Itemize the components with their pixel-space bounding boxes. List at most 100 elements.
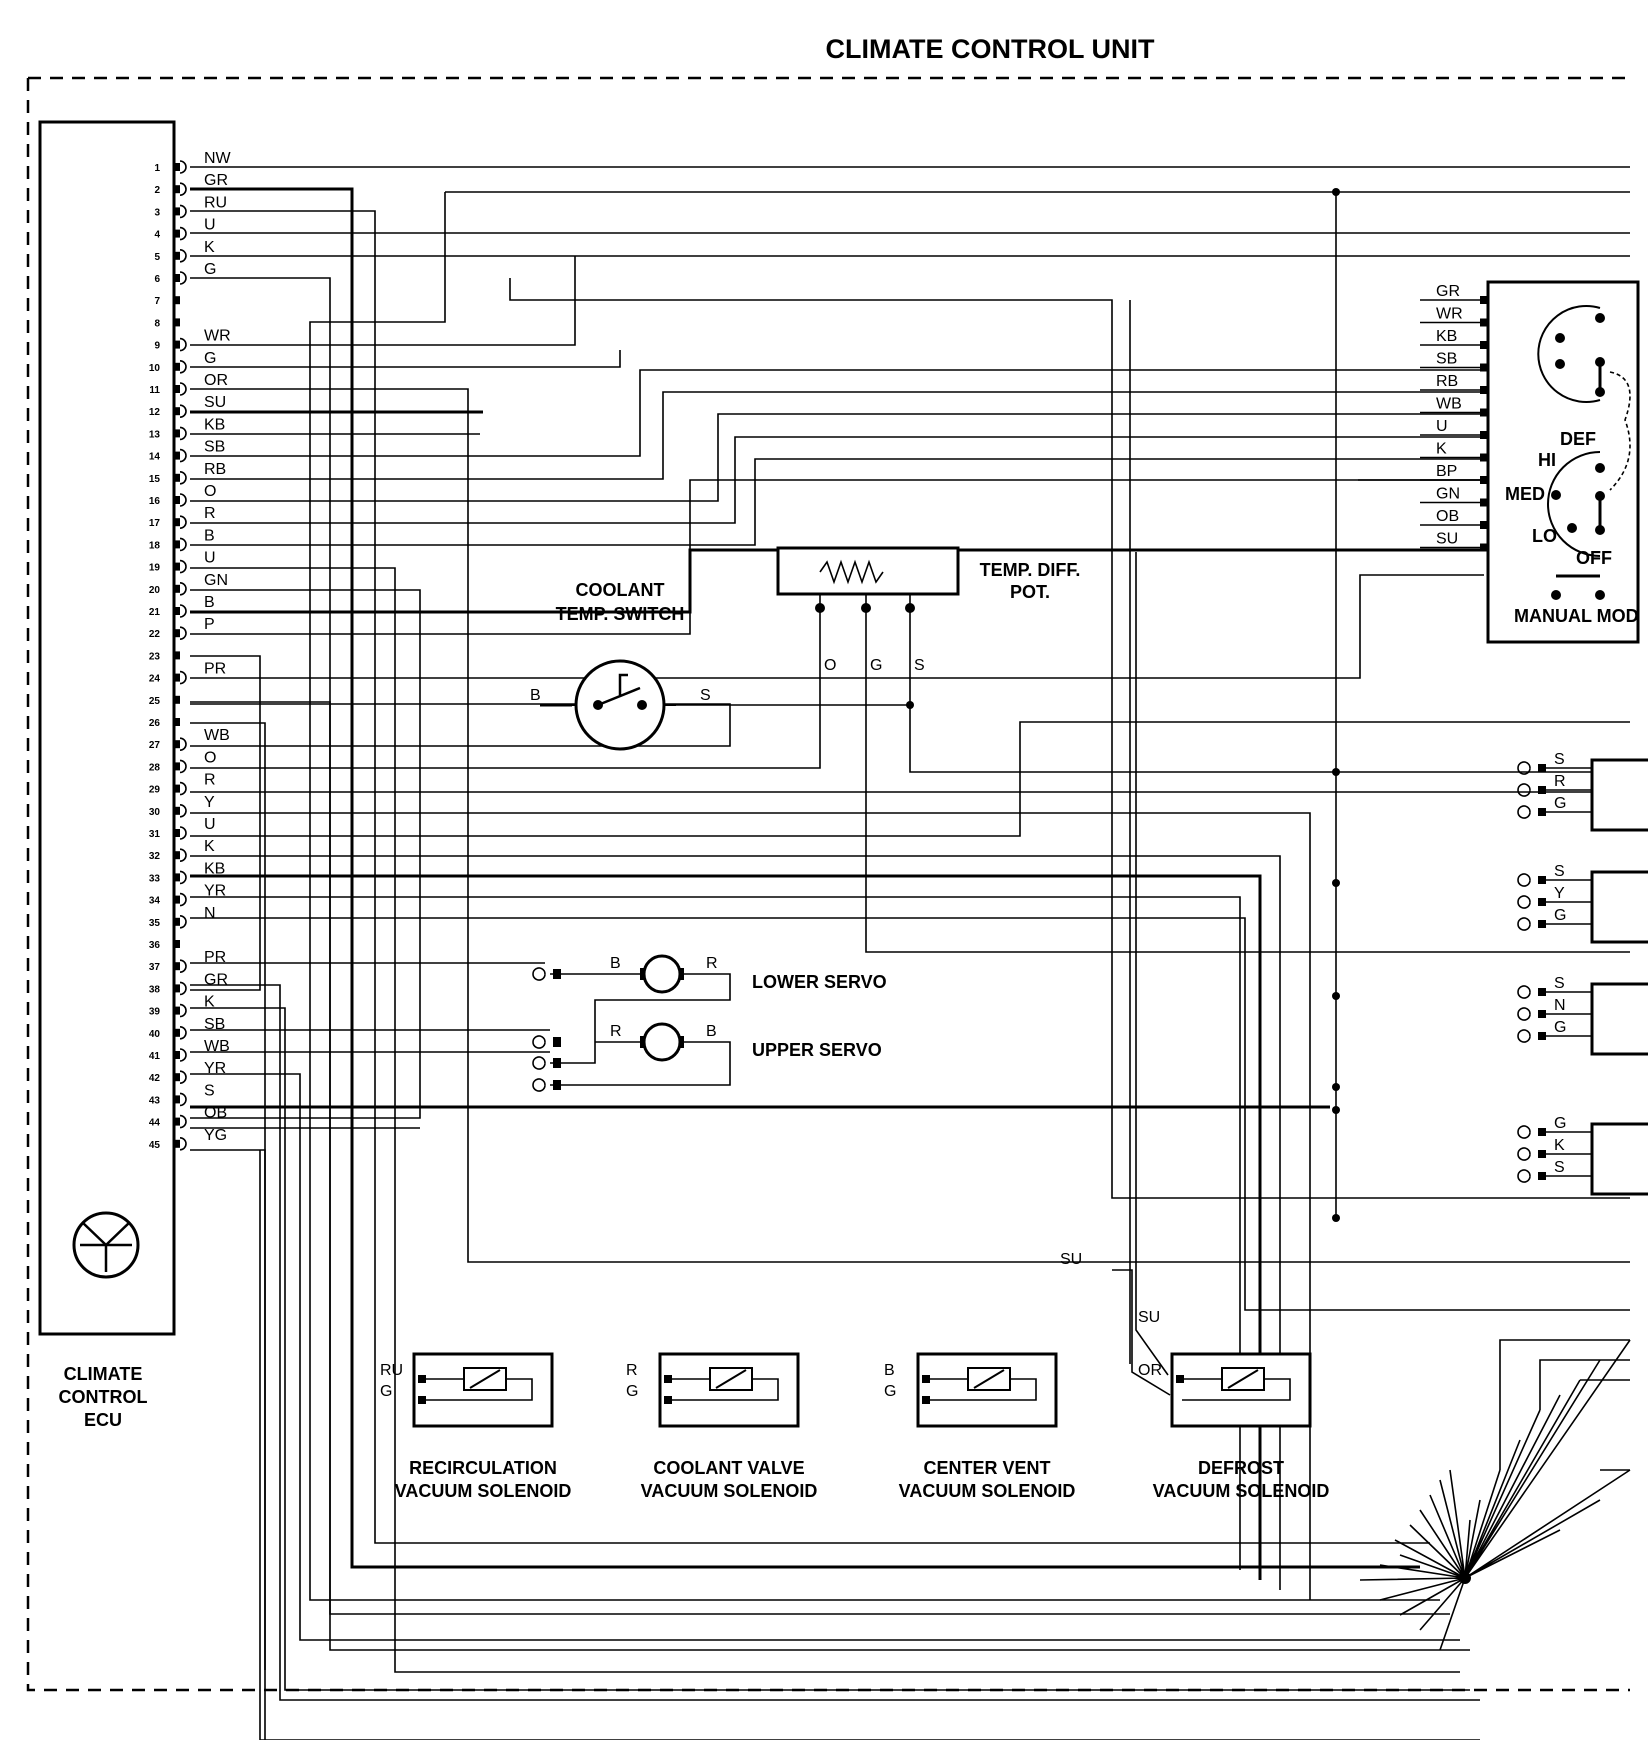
ecu-pin-number: 17 [149, 518, 161, 529]
ecu-pin-terminal [174, 1117, 180, 1126]
ecu-pin-terminal [174, 740, 180, 749]
manual-wire-ob: OB [1436, 508, 1459, 525]
manual-wire-u: U [1436, 418, 1448, 435]
ecu-pin-terminal [174, 895, 180, 904]
ecu-pin-terminal [174, 917, 180, 926]
solenoid-wire-or: OR [1138, 1362, 1162, 1379]
ecu-pin-wire-code: SB [204, 1016, 225, 1033]
upper-servo-wire-r: R [610, 1023, 622, 1040]
ecu-pin-terminal [174, 584, 180, 593]
ecu-pin-35: 35N [149, 905, 216, 929]
ecu-pin-terminal [174, 629, 180, 638]
ecu-pin-wire-code: RU [204, 194, 227, 211]
ecu-pin-15: 15 RB [149, 461, 226, 485]
ecu-pin-terminal [174, 473, 180, 482]
ecu-pin-wire-code: O [204, 749, 216, 766]
right-wire-g: G [1554, 1019, 1566, 1036]
ecu-label-3: ECU [84, 1410, 122, 1430]
ecu-pin-number: 18 [149, 540, 161, 551]
upper-servo-wire-b: B [706, 1023, 717, 1040]
ecu-pin-40: 40 SB [149, 1016, 225, 1040]
wire-tag-su-2: SU [1138, 1309, 1160, 1326]
ecu-pin-number: 14 [149, 452, 161, 463]
ecu-pin-terminal [174, 873, 180, 882]
ecu-pin-number: 3 [154, 207, 160, 218]
ecu-pin-1: 1NW [154, 150, 231, 174]
manual-mode-label: MANUAL MOD [1514, 606, 1639, 626]
ecu-pin-21: 21B [149, 594, 215, 618]
ecu-pin-wire-code: RB [204, 461, 226, 478]
ecu-pin-number: 25 [149, 696, 161, 707]
ecu-pin-wire-code: WB [204, 727, 230, 744]
pot-wire-o: O [824, 657, 836, 674]
ecu-pin-list: 1NW2GR3RU4U5K6G789WR10G11OR12SU13KB14SB1… [149, 150, 232, 1151]
solenoid-label-1: CENTER VENT [923, 1458, 1050, 1478]
coolant-temp-switch: COOLANT TEMP. SWITCH B S [530, 580, 910, 751]
ecu-pin-wire-code: G [204, 261, 216, 278]
ecu-pin-36: 36 [149, 940, 180, 951]
ecu-pin-number: 27 [149, 740, 161, 751]
ecu-pin-terminal [174, 540, 180, 549]
right-connector-3: SNG [1517, 975, 1648, 1056]
pos-lo: LO [1532, 526, 1557, 546]
ecu-pin-wire-code: SU [204, 394, 226, 411]
ecu-pin-number: 45 [149, 1140, 161, 1151]
ecu-pin-wire-code: R [204, 772, 216, 789]
ecu-pin-number: 10 [149, 363, 161, 374]
solenoid-wire-g: G [884, 1383, 896, 1400]
manual-wire-gn: GN [1436, 486, 1460, 503]
ecu-pin-terminal [174, 673, 180, 682]
solenoid-label-1: COOLANT VALVE [653, 1458, 804, 1478]
ecu-pin-terminal [174, 407, 180, 416]
su-branch-2 [1135, 552, 1169, 1376]
right-wire-g: G [1554, 907, 1566, 924]
ecu-pin-terminal [174, 163, 180, 171]
ecu-pin-wire-code: K [204, 994, 215, 1011]
ecu-pin-number: 43 [149, 1095, 161, 1106]
ecu-pin-2: 2GR [154, 172, 228, 196]
ecu-pin-9: 9WR [154, 328, 230, 352]
ecu-pin-terminal [174, 451, 180, 460]
ecu-label-1: CLIMATE [64, 1364, 143, 1384]
ecu-pin-number: 34 [149, 896, 161, 907]
right-wire-k: K [1554, 1137, 1565, 1154]
ecu-ground-symbol [72, 1211, 140, 1279]
servo-connectors [532, 967, 561, 1092]
ecu-pin-wire-code: OR [204, 372, 228, 389]
ecu-pin-number: 1 [154, 163, 160, 174]
ecu-pin-wire-code: O [204, 483, 216, 500]
ecu-pin-terminal [174, 207, 180, 216]
ecu-pin-terminal [174, 1073, 180, 1082]
ecu-pin-number: 15 [149, 474, 161, 485]
ecu-pin-wire-code: B [204, 594, 215, 611]
coolant-switch-label-2: TEMP. SWITCH [556, 604, 685, 624]
solenoid-wire-b: B [884, 1362, 895, 1379]
ecu-pin-number: 13 [149, 429, 161, 440]
bus-verticals [906, 188, 1490, 1222]
ecu-box [38, 120, 176, 1336]
ecu-pin-terminal [174, 518, 180, 527]
ecu-pin-terminal [174, 362, 180, 371]
solenoid-wire-r: R [626, 1362, 638, 1379]
ecu-pin-number: 16 [149, 496, 161, 507]
right-connector-2: SYG [1517, 863, 1648, 944]
ecu-pin-wire-code: Y [204, 794, 215, 811]
ecu-pin-terminal [174, 1139, 180, 1148]
ecu-pin-number: 40 [149, 1029, 161, 1040]
ecu-pin-terminal [174, 940, 180, 948]
lower-servo-wire-r: R [706, 955, 718, 972]
ecu-pin-wire-code: GN [204, 572, 228, 589]
manual-wire-wb: WB [1436, 396, 1462, 413]
ecu-pin-number: 38 [149, 984, 161, 995]
pot-label-1: TEMP. DIFF. [980, 560, 1081, 580]
coolant-switch-wire-s: S [700, 687, 711, 704]
right-wire-g: G [1554, 795, 1566, 812]
manual-wire-su: SU [1436, 531, 1458, 548]
ecu-pin-number: 19 [149, 563, 161, 574]
ecu-pin-wire-code: PR [204, 661, 226, 678]
ecu-pin-number: 33 [149, 873, 161, 884]
